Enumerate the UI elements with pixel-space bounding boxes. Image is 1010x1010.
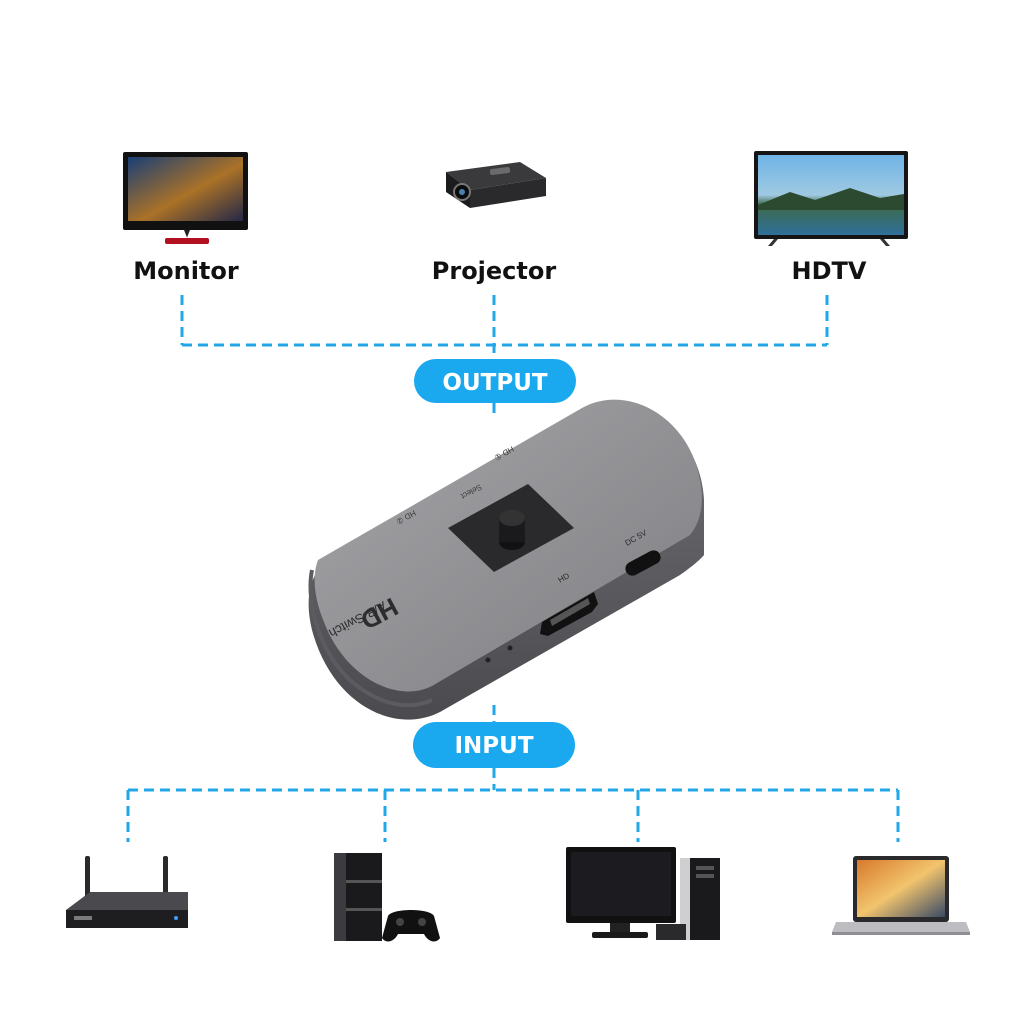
output-label-projector: Projector [432, 257, 557, 285]
ab-switch-device [308, 399, 704, 720]
input-badge-text: INPUT [454, 733, 533, 759]
laptop-icon [832, 856, 970, 935]
output-label-monitor: Monitor [133, 257, 239, 285]
output-badge: OUTPUT [414, 359, 576, 403]
game-console-icon [334, 853, 440, 942]
output-label-hdtv: HDTV [792, 257, 867, 285]
output-badge-text: OUTPUT [442, 370, 547, 396]
input-badge: INPUT [413, 722, 575, 768]
input-lines [126, 705, 900, 842]
tv-box-icon [66, 856, 188, 928]
hdtv-icon [754, 151, 908, 246]
monitor-icon [123, 152, 248, 244]
desktop-pc-icon [566, 847, 720, 940]
output-lines [180, 295, 829, 415]
projector-icon [446, 162, 546, 208]
